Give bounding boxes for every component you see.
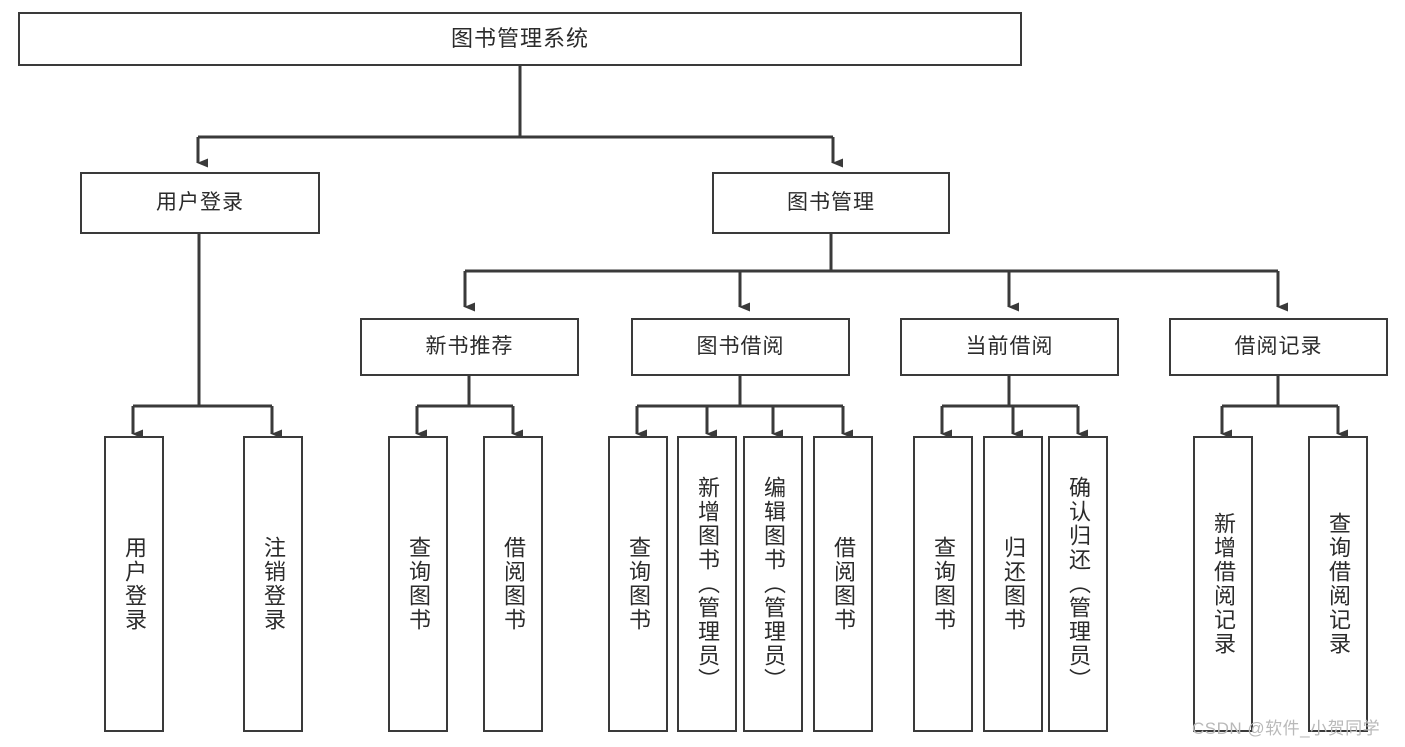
node-label: 查询图书 — [930, 536, 956, 632]
node-label: 当前借阅 — [965, 334, 1054, 358]
leaf-query-book-3[interactable]: 查询图书 — [913, 436, 973, 732]
node-label: 新增借阅记录 — [1210, 512, 1236, 656]
node-label: 借阅记录 — [1234, 334, 1323, 358]
node-label: 确认归还（管理员） — [1065, 476, 1091, 692]
node-current-borrow[interactable]: 当前借阅 — [900, 318, 1119, 376]
leaf-edit-book[interactable]: 编辑图书（管理员） — [743, 436, 803, 732]
node-label: 借阅图书 — [500, 536, 526, 632]
leaf-user-login[interactable]: 用户登录 — [104, 436, 164, 732]
node-root-system[interactable]: 图书管理系统 — [18, 12, 1022, 66]
leaf-confirm-return[interactable]: 确认归还（管理员） — [1048, 436, 1108, 732]
leaf-borrow-book-2[interactable]: 借阅图书 — [813, 436, 873, 732]
node-label: 归还图书 — [1000, 536, 1026, 632]
node-label: 借阅图书 — [830, 536, 856, 632]
node-label: 查询图书 — [625, 536, 651, 632]
node-label: 用户登录 — [156, 190, 244, 214]
leaf-logout-login[interactable]: 注销登录 — [243, 436, 303, 732]
node-label: 图书借阅 — [696, 334, 785, 358]
leaf-query-book-1[interactable]: 查询图书 — [388, 436, 448, 732]
node-label: 注销登录 — [260, 536, 286, 632]
node-user-login[interactable]: 用户登录 — [80, 172, 320, 234]
node-label: 新增图书（管理员） — [694, 476, 720, 692]
node-borrow-record[interactable]: 借阅记录 — [1169, 318, 1388, 376]
node-book-manage[interactable]: 图书管理 — [712, 172, 950, 234]
leaf-query-book-2[interactable]: 查询图书 — [608, 436, 668, 732]
node-book-borrow[interactable]: 图书借阅 — [631, 318, 850, 376]
node-label: 用户登录 — [121, 536, 147, 632]
node-label: 图书管理系统 — [450, 26, 589, 52]
node-label: 编辑图书（管理员） — [760, 476, 786, 692]
leaf-query-record[interactable]: 查询借阅记录 — [1308, 436, 1368, 732]
leaf-add-record[interactable]: 新增借阅记录 — [1193, 436, 1253, 732]
leaf-add-book[interactable]: 新增图书（管理员） — [677, 436, 737, 732]
node-label: 查询图书 — [405, 536, 431, 632]
node-label: 新书推荐 — [425, 334, 514, 358]
node-label: 图书管理 — [787, 190, 875, 214]
watermark-text: CSDN @软件_小贺同学 — [1192, 719, 1381, 738]
leaf-borrow-book-1[interactable]: 借阅图书 — [483, 436, 543, 732]
node-label: 查询借阅记录 — [1325, 512, 1351, 656]
leaf-return-book[interactable]: 归还图书 — [983, 436, 1043, 732]
node-new-book-rec[interactable]: 新书推荐 — [360, 318, 579, 376]
